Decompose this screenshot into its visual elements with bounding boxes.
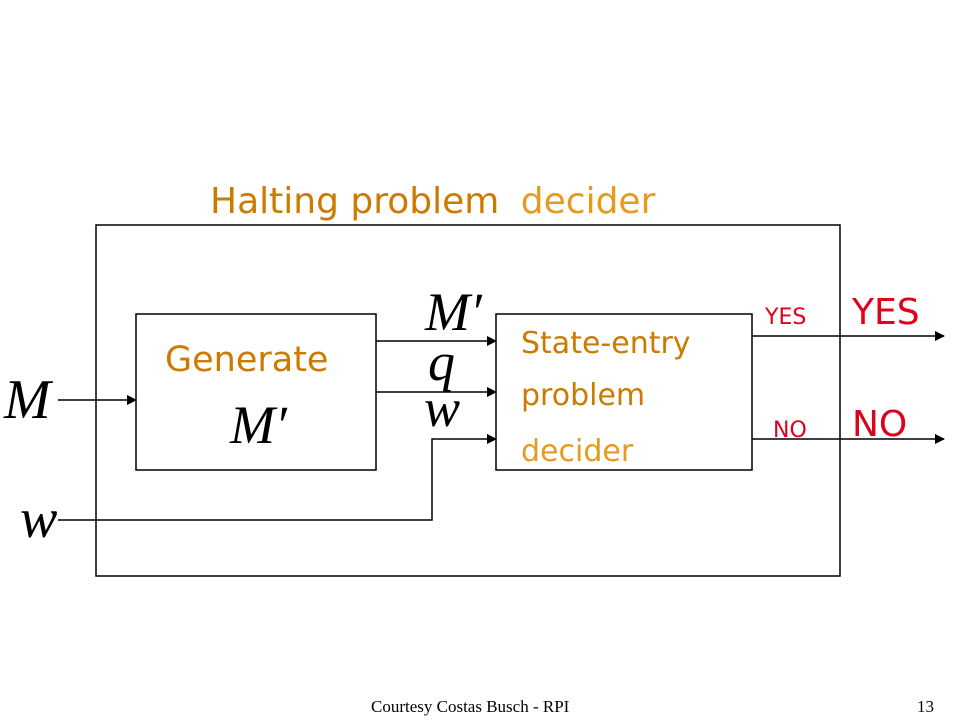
- wire-label-string: w: [424, 378, 460, 438]
- state-entry-label-line3: decider: [521, 434, 634, 469]
- input-label-machine: M: [3, 369, 54, 431]
- title-decider: decider: [521, 181, 656, 222]
- state-entry-label-line1: State-entry: [521, 326, 691, 361]
- input-wire-string: [58, 434, 497, 521]
- footer-credit: Courtesy Costas Busch - RPI: [371, 697, 570, 716]
- halting-decider-box: [95, 224, 841, 577]
- generate-symbol: M′: [229, 395, 288, 455]
- inner-output-no: NO: [773, 418, 807, 443]
- title-halting-problem: Halting problem: [210, 181, 499, 222]
- state-entry-label-line2: problem: [521, 378, 645, 413]
- inner-output-yes: YES: [764, 305, 806, 330]
- outer-output-no: NO: [852, 404, 907, 445]
- page-number: 13: [917, 697, 934, 716]
- wire-label-machine-prime: M′: [424, 282, 483, 342]
- diagram-title: Halting problem decider: [210, 181, 656, 222]
- wire-label-state: q: [428, 332, 455, 392]
- outer-output-yes: YES: [851, 292, 920, 333]
- input-label-string: w: [20, 488, 57, 550]
- generate-label: Generate: [165, 340, 328, 380]
